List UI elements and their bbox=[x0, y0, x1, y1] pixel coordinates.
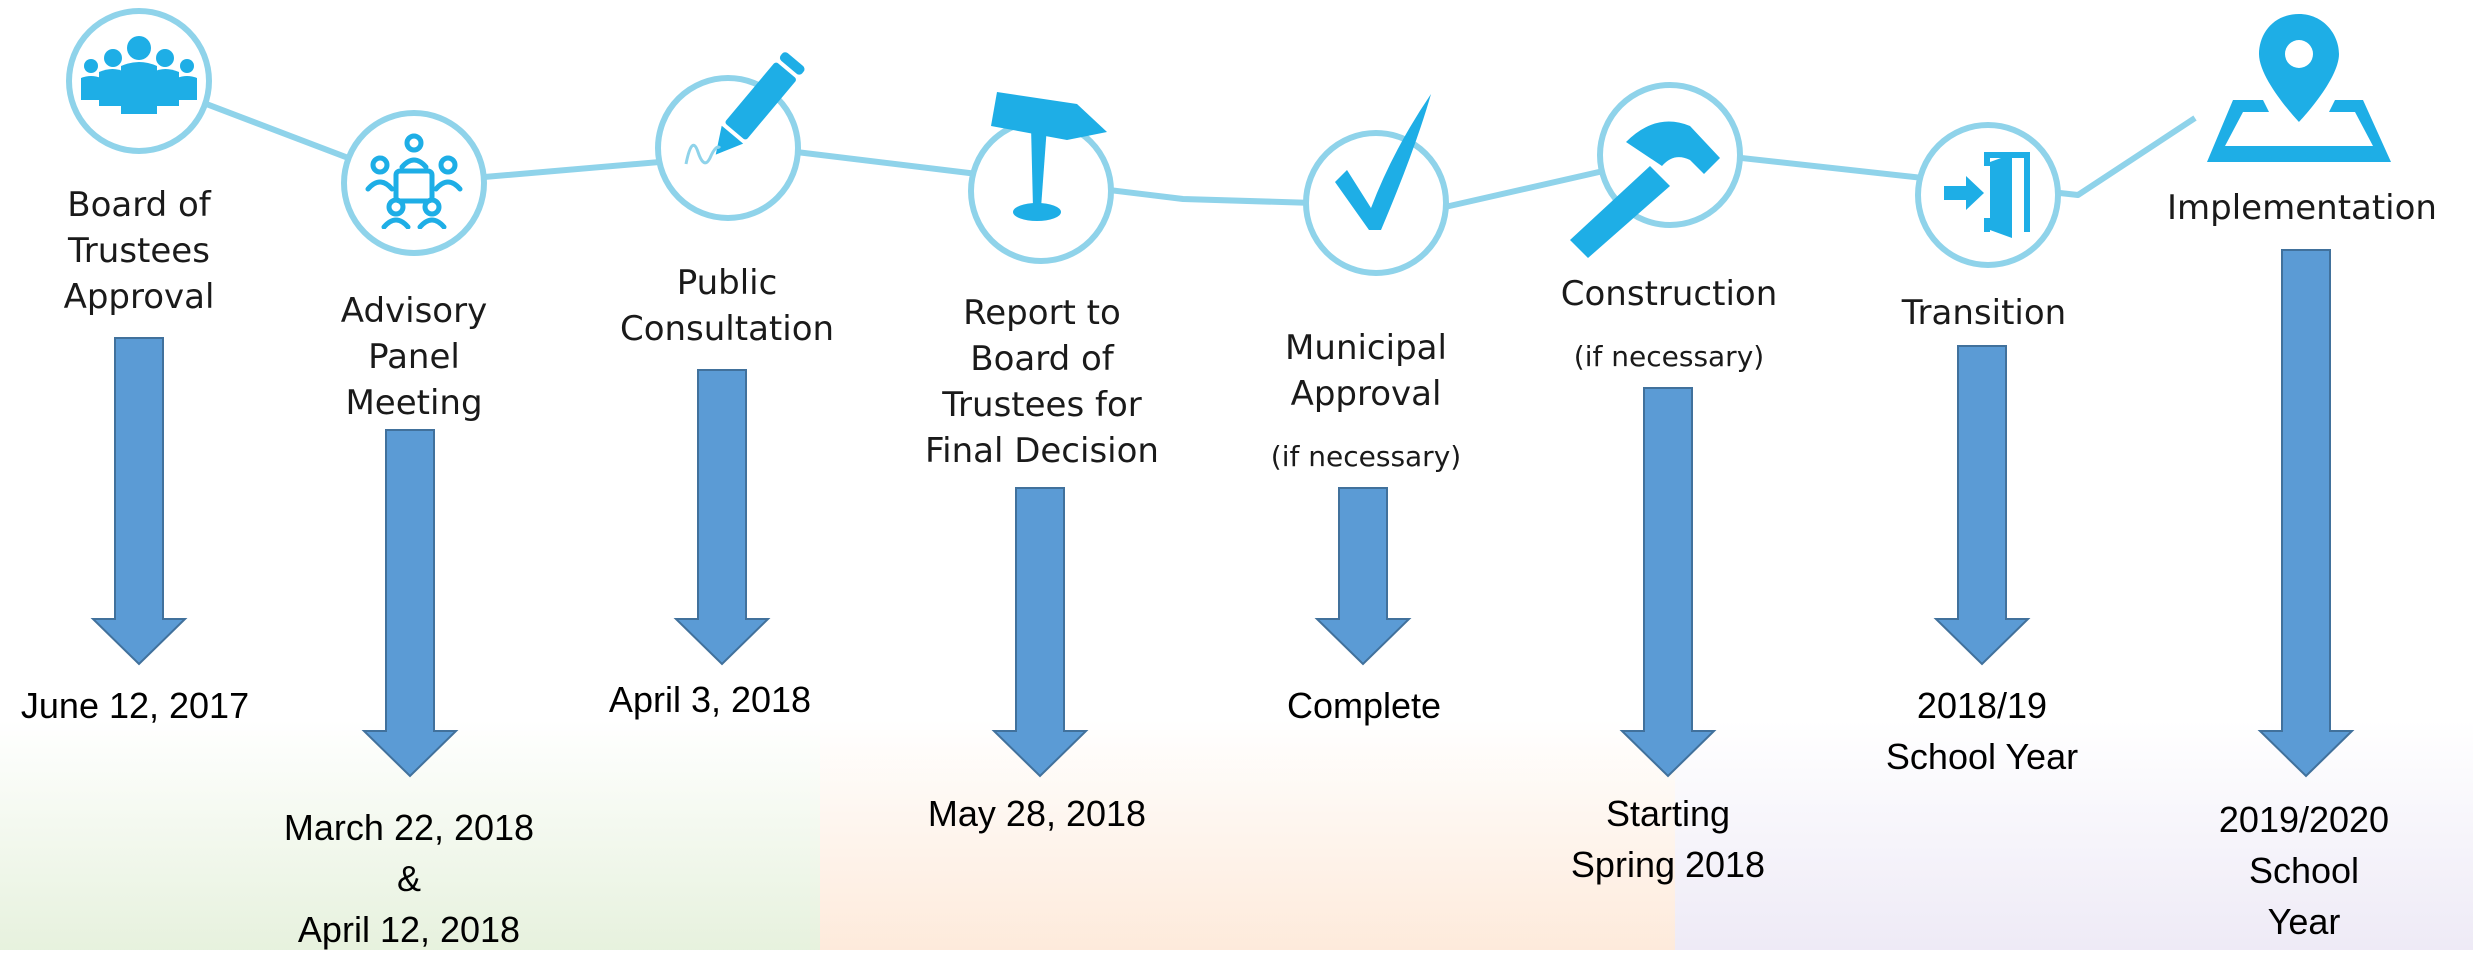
stage-5-date: Complete bbox=[1286, 685, 1442, 726]
stage-4-arrow bbox=[991, 487, 1089, 778]
stage-1-icon-circle bbox=[66, 8, 212, 154]
pen-signature-icon bbox=[670, 48, 840, 188]
stage-4-date: May 28, 2018 bbox=[927, 793, 1147, 834]
stage-3-arrow bbox=[673, 369, 771, 666]
stage-7-date: 2018/19 School Year bbox=[1885, 685, 2079, 777]
checkmark-icon bbox=[1325, 90, 1445, 240]
stage-6-title: Construction bbox=[1560, 274, 1778, 314]
stage-7-arrow bbox=[1933, 345, 2031, 666]
stage-5-title: Municipal Approval bbox=[1285, 328, 1447, 414]
stage-5-icon-circle bbox=[1303, 130, 1449, 276]
stage-3-date: April 3, 2018 bbox=[608, 679, 812, 720]
stage-2-date: March 22, 2018 & April 12, 2018 bbox=[283, 807, 535, 950]
meeting-table-icon bbox=[362, 133, 466, 234]
stage-2-arrow bbox=[361, 429, 459, 778]
people-group-icon bbox=[79, 34, 199, 129]
stage-7-icon-circle bbox=[1915, 122, 2061, 268]
stage-5-note: (if necessary) bbox=[1270, 440, 1462, 473]
stage-8-date: 2019/2020 School Year bbox=[2218, 799, 2390, 942]
stage-1-title: Board of Trustees Approval bbox=[63, 185, 215, 317]
hammer-icon bbox=[1570, 112, 1730, 262]
stage-6-date: Starting Spring 2018 bbox=[1570, 793, 1766, 885]
map-pin-icon bbox=[2203, 14, 2393, 164]
stage-2-title: Advisory Panel Meeting bbox=[340, 291, 488, 423]
stage-2-icon-circle bbox=[341, 110, 487, 256]
stage-5-arrow bbox=[1314, 487, 1412, 666]
stage-3-title: Public Consultation bbox=[619, 263, 835, 349]
stage-1-date: June 12, 2017 bbox=[20, 685, 250, 726]
signpost-icon bbox=[985, 80, 1115, 230]
background-band-lavender bbox=[1675, 720, 2473, 950]
stage-4-title: Report to Board of Trustees for Final De… bbox=[925, 293, 1159, 471]
stage-7-title: Transition bbox=[1901, 293, 2067, 333]
background-band-peach bbox=[820, 720, 1675, 950]
stage-8-arrow bbox=[2257, 249, 2355, 778]
stage-6-note: (if necessary) bbox=[1573, 340, 1765, 373]
stage-6-arrow bbox=[1619, 387, 1717, 778]
stage-1-arrow bbox=[90, 337, 188, 666]
door-enter-icon bbox=[1940, 148, 2036, 243]
stage-8-title: Implementation bbox=[2167, 188, 2437, 228]
